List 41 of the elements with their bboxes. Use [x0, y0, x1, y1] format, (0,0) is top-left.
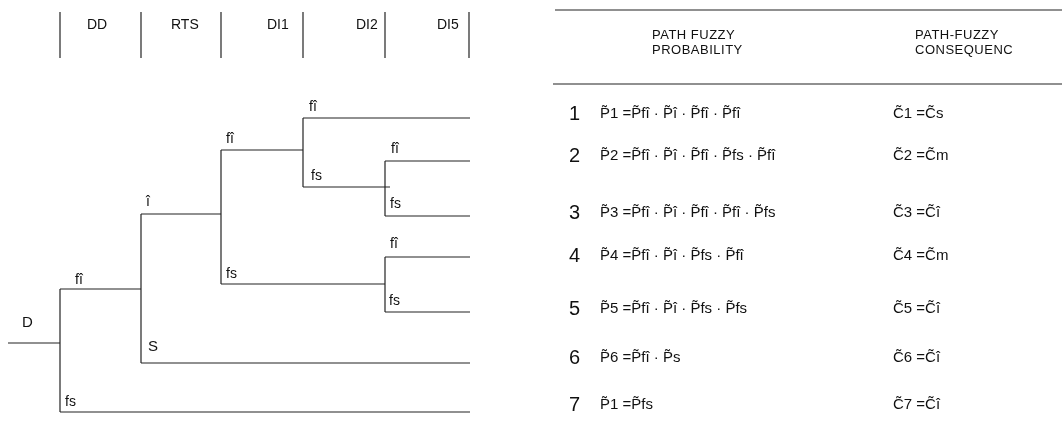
branch-label: fs	[311, 167, 322, 184]
row-number: 5	[569, 297, 581, 320]
branch-label: fs	[389, 292, 400, 309]
stage-heading: DI2	[356, 16, 378, 33]
consequence-formula: C̃3 =C̃î	[893, 203, 941, 221]
column-header: PATH-FUZZY CONSEQUENC	[915, 28, 1015, 58]
stage-heading: DI1	[267, 16, 289, 33]
row-number: 3	[569, 201, 581, 224]
row-number: 7	[569, 393, 581, 416]
branch-label: î	[146, 193, 150, 210]
branch-label: fî	[226, 130, 234, 147]
branch-label: fs	[65, 393, 76, 410]
branch-label: fî	[309, 98, 317, 115]
row-number: 6	[569, 346, 581, 369]
probability-formula: P̃1 =P̃fî · P̃î · P̃fî · P̃fî	[600, 104, 741, 122]
stage-heading: RTS	[171, 16, 199, 33]
consequence-formula: C̃5 =C̃î	[893, 299, 941, 317]
consequence-formula: C̃2 =C̃m	[893, 146, 949, 164]
probability-formula: P̃3 =P̃fî · P̃î · P̃fî · P̃fî · P̃fs	[600, 203, 776, 221]
branch-label: fs	[226, 265, 237, 282]
stage-heading: DD	[87, 16, 108, 33]
row-number: 2	[569, 144, 581, 167]
row-number: 1	[569, 102, 581, 125]
probability-formula: P̃5 =P̃fî · P̃î · P̃fs · P̃fs	[600, 299, 748, 317]
stage-heading: DI5	[437, 16, 459, 33]
branch-label: fî	[390, 235, 398, 252]
consequence-formula: C̃4 =C̃m	[893, 246, 949, 264]
consequence-formula: C̃1 =C̃s	[893, 104, 944, 122]
consequence-formula: C̃6 =C̃î	[893, 348, 941, 366]
probability-formula: P̃2 =P̃fî · P̃î · P̃fî · P̃fs · P̃fî	[600, 146, 776, 164]
branch-label: fî	[391, 140, 399, 157]
branch-label: fs	[390, 195, 401, 212]
probability-formula: P̃4 =P̃fî · P̃î · P̃fs · P̃fî	[600, 246, 744, 264]
probability-formula: P̃1 =P̃fs	[600, 395, 653, 413]
row-number: 4	[569, 244, 581, 267]
column-header: PATH FUZZY PROBABILITY	[652, 28, 744, 58]
consequence-formula: C̃7 =C̃î	[893, 395, 941, 413]
branch-label: fî	[75, 271, 83, 288]
probability-formula: P̃6 =P̃fî · P̃s	[600, 348, 681, 366]
branch-label: D	[22, 313, 33, 331]
branch-label: S	[148, 337, 158, 355]
